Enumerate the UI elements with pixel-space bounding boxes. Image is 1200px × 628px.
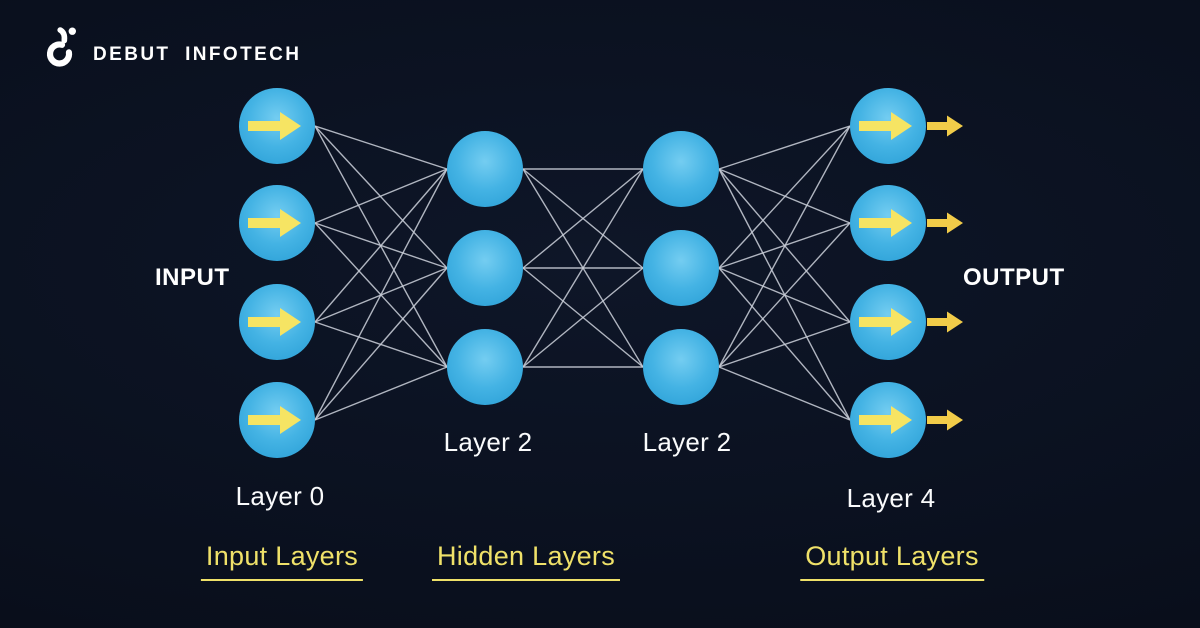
right-arrow-icon xyxy=(248,209,301,237)
connection-line xyxy=(314,125,448,269)
neuron-node xyxy=(447,329,523,405)
neuron-node xyxy=(643,230,719,306)
connection-line xyxy=(522,168,644,368)
right-arrow-icon xyxy=(248,308,301,336)
right-arrow-icon xyxy=(859,209,912,237)
connection-line xyxy=(718,222,851,368)
output-layers-label: Output Layers xyxy=(800,541,984,581)
layer-0-nodes xyxy=(239,88,315,458)
connection-line xyxy=(718,125,851,368)
connection-line xyxy=(314,168,448,224)
right-arrow-icon xyxy=(248,406,301,434)
connection-line xyxy=(314,366,448,421)
connection-line xyxy=(314,267,448,421)
neuron-node xyxy=(447,131,523,207)
output-label: OUTPUT xyxy=(963,264,1065,291)
right-arrow-icon xyxy=(859,308,912,336)
output-arrow-icon xyxy=(927,409,963,431)
input-label: INPUT xyxy=(155,264,230,291)
connection-line xyxy=(718,125,851,269)
hidden-2-nodes xyxy=(643,131,719,405)
right-arrow-icon xyxy=(859,406,912,434)
connection-line xyxy=(314,168,448,421)
input-layers-label: Input Layers xyxy=(200,541,364,581)
hidden-1-nodes xyxy=(447,131,523,405)
connection-line xyxy=(314,168,448,323)
hidden-layers-label: Hidden Layers xyxy=(431,541,621,581)
output-arrow-icon xyxy=(927,212,963,234)
neuron-node xyxy=(643,131,719,207)
layer-4-nodes xyxy=(850,88,963,458)
layer-0-label: Layer 0 xyxy=(235,481,325,511)
hidden-1-label: Layer 2 xyxy=(443,427,533,457)
debut-infotech-logo-icon xyxy=(46,27,76,67)
hidden-2-label: Layer 2 xyxy=(642,427,732,457)
connection-line xyxy=(522,267,644,368)
connection-line xyxy=(718,321,851,368)
connection-line xyxy=(718,366,851,421)
connection-line xyxy=(522,168,644,269)
connections xyxy=(314,125,851,421)
brand-name: DEBUT INFOTECH xyxy=(93,44,302,65)
right-arrow-icon xyxy=(248,112,301,140)
connection-line xyxy=(314,125,448,170)
connection-line xyxy=(718,125,851,170)
neuron-node xyxy=(643,329,719,405)
output-arrow-icon xyxy=(927,115,963,137)
neuron-node xyxy=(447,230,523,306)
logo: DEBUT INFOTECH xyxy=(46,26,301,70)
layer-4-label: Layer 4 xyxy=(846,483,936,513)
output-arrow-icon xyxy=(927,311,963,333)
right-arrow-icon xyxy=(859,112,912,140)
